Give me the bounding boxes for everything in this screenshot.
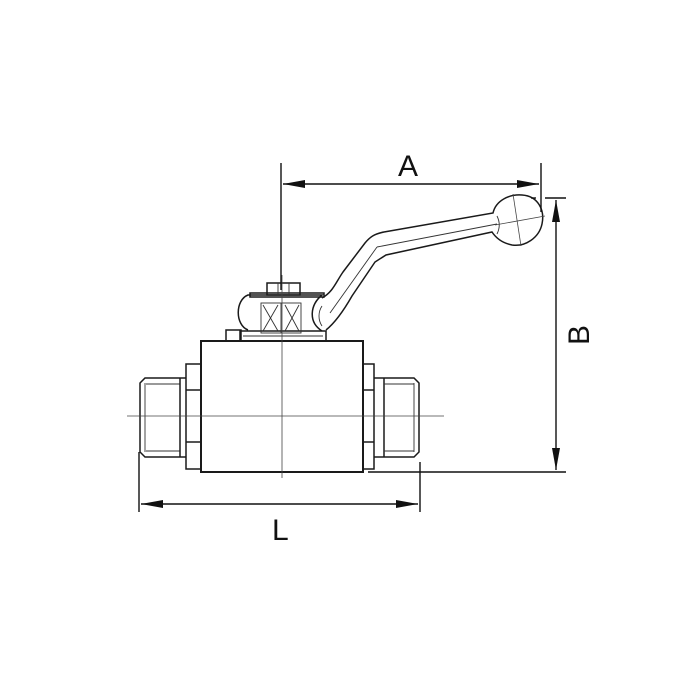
dimension-label-A: A bbox=[398, 150, 418, 183]
dimension-label-B: B bbox=[563, 325, 596, 345]
dimension-L: L bbox=[138, 452, 421, 547]
center-lines bbox=[127, 275, 444, 478]
dimension-A: A bbox=[280, 150, 542, 290]
right-threaded-end bbox=[374, 377, 420, 458]
left-hex-nut bbox=[185, 363, 202, 470]
right-hex-nut bbox=[362, 363, 375, 470]
dimension-label-L: L bbox=[272, 514, 289, 547]
dimension-B: B bbox=[368, 197, 596, 473]
left-threaded-end bbox=[139, 377, 186, 458]
lever-handle bbox=[318, 193, 546, 331]
stem-base bbox=[225, 282, 327, 342]
